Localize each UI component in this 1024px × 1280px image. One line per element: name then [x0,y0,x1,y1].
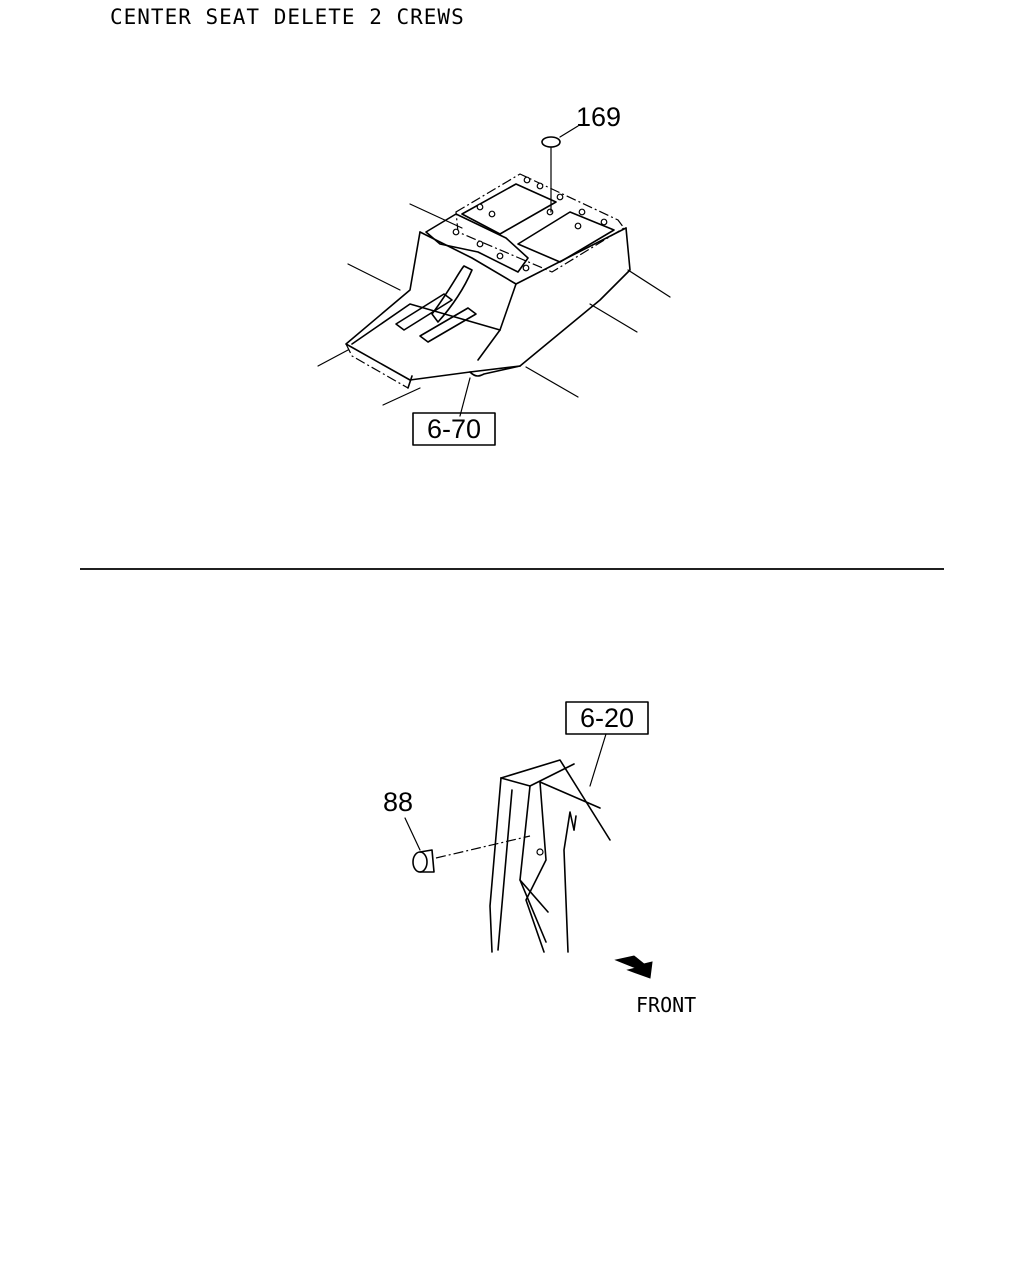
upper-view: 169 6-70 [317,102,671,446]
diagram-title: CENTER SEAT DELETE 2 CREWS [110,5,465,29]
callout-6-20[interactable]: 6-20 [565,701,649,787]
plug-part-icon [541,136,561,148]
front-label: FRONT [636,993,696,1017]
callout-label: 88 [383,787,413,817]
grommet-part-icon [412,849,435,873]
front-arrow-icon [614,955,653,979]
callout-label: 169 [576,102,621,132]
callout-169[interactable]: 169 [541,102,621,213]
front-direction-indicator: FRONT [614,955,696,1017]
reference-box [412,412,496,446]
callout-88[interactable]: 88 [383,787,531,873]
pillar-frame-drawing [489,759,611,953]
floor-panel-drawing [317,173,671,406]
callout-6-70[interactable]: 6-70 [412,377,496,446]
reference-box [565,701,649,735]
callout-label: 6-70 [427,414,481,444]
lower-view: 6-20 88 FRONT [383,701,696,1017]
callout-label: 6-20 [580,703,634,733]
